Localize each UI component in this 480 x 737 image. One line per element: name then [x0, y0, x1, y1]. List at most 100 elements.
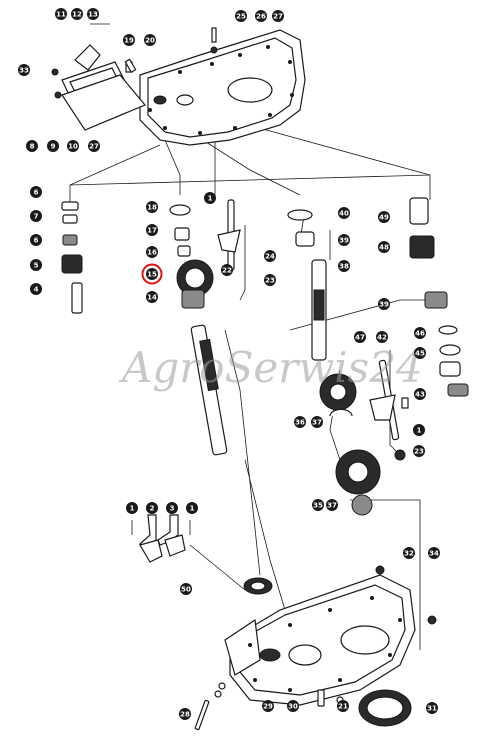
callout-23-a[interactable]: 23 — [264, 274, 276, 286]
svg-text:42: 42 — [377, 334, 387, 342]
callout-47[interactable]: 47 — [354, 331, 366, 343]
svg-text:6: 6 — [34, 189, 39, 197]
callout-34[interactable]: 34 — [428, 547, 440, 559]
svg-text:27: 27 — [273, 13, 283, 21]
callout-46[interactable]: 46 — [414, 327, 426, 339]
callout-1-b[interactable]: 1 — [413, 424, 425, 436]
svg-text:27: 27 — [89, 143, 99, 151]
shift-fork-42 — [369, 359, 409, 441]
lower-gear-housing — [224, 574, 416, 706]
callout-50[interactable]: 50 — [180, 583, 192, 595]
callout-20[interactable]: 20 — [144, 34, 156, 46]
callout-39-b[interactable]: 39 — [378, 298, 390, 310]
center-shaft-parts — [287, 209, 327, 361]
callout-28[interactable]: 28 — [179, 708, 191, 720]
callout-6-a[interactable]: 6 — [30, 186, 42, 198]
svg-text:15: 15 — [147, 271, 157, 279]
callout-6-b[interactable]: 6 — [30, 234, 42, 246]
callout-32[interactable]: 32 — [403, 547, 415, 559]
shift-fork-22 — [217, 199, 241, 271]
svg-text:50: 50 — [181, 586, 191, 594]
svg-text:33: 33 — [19, 67, 29, 75]
svg-text:37: 37 — [312, 419, 322, 427]
callout-21[interactable]: 21 — [337, 700, 349, 712]
gear-cluster-15 — [169, 204, 214, 309]
callout-10[interactable]: 10 — [67, 140, 79, 152]
callout-12[interactable]: 12 — [71, 8, 83, 20]
callout-22[interactable]: 22 — [221, 264, 233, 276]
gasket-31 — [358, 689, 412, 727]
svg-text:6: 6 — [34, 237, 39, 245]
callout-13[interactable]: 13 — [87, 8, 99, 20]
callout-18[interactable]: 18 — [146, 201, 158, 213]
callout-38[interactable]: 38 — [338, 260, 350, 272]
callout-29[interactable]: 29 — [262, 700, 274, 712]
svg-text:5: 5 — [34, 262, 39, 270]
callout-4[interactable]: 4 — [30, 283, 42, 295]
callout-37-b[interactable]: 37 — [326, 499, 338, 511]
callout-23-b[interactable]: 23 — [413, 445, 425, 457]
callout-1-a[interactable]: 1 — [204, 192, 216, 204]
callout-33[interactable]: 33 — [18, 64, 30, 76]
svg-text:29: 29 — [263, 703, 273, 711]
svg-text:12: 12 — [72, 11, 82, 19]
svg-text:43: 43 — [415, 391, 425, 399]
svg-text:16: 16 — [147, 249, 157, 257]
callout-30[interactable]: 30 — [287, 700, 299, 712]
svg-text:19: 19 — [124, 37, 134, 45]
callout-24[interactable]: 24 — [264, 250, 276, 262]
svg-text:8: 8 — [30, 143, 35, 151]
svg-text:26: 26 — [256, 13, 266, 21]
callout-3[interactable]: 3 — [166, 502, 178, 514]
callout-39-a[interactable]: 39 — [338, 234, 350, 246]
callout-8[interactable]: 8 — [26, 140, 38, 152]
svg-text:4: 4 — [34, 286, 39, 294]
svg-text:10: 10 — [68, 143, 78, 151]
callout-27-top[interactable]: 27 — [272, 10, 284, 22]
svg-text:48: 48 — [379, 244, 389, 252]
callout-15-highlighted[interactable]: 15 — [141, 263, 163, 285]
callout-2[interactable]: 2 — [146, 502, 158, 514]
callout-5[interactable]: 5 — [30, 259, 42, 271]
svg-text:14: 14 — [147, 294, 157, 302]
svg-text:20: 20 — [145, 37, 155, 45]
callout-16[interactable]: 16 — [146, 246, 158, 258]
callout-36[interactable]: 36 — [294, 416, 306, 428]
gear-cluster-36 — [319, 373, 357, 417]
callout-7[interactable]: 7 — [30, 210, 42, 222]
svg-text:23: 23 — [265, 277, 275, 285]
callout-49[interactable]: 49 — [378, 211, 390, 223]
svg-text:47: 47 — [355, 334, 365, 342]
svg-text:3: 3 — [170, 505, 175, 513]
callout-40[interactable]: 40 — [338, 207, 350, 219]
svg-text:1: 1 — [190, 505, 195, 513]
callout-27-left[interactable]: 27 — [88, 140, 100, 152]
callout-9[interactable]: 9 — [47, 140, 59, 152]
callout-14[interactable]: 14 — [146, 291, 158, 303]
callout-1-d[interactable]: 1 — [186, 502, 198, 514]
callout-45[interactable]: 45 — [414, 347, 426, 359]
callout-25[interactable]: 25 — [235, 10, 247, 22]
lower-bolts — [194, 565, 437, 731]
svg-text:25: 25 — [236, 13, 246, 21]
callout-31[interactable]: 31 — [426, 702, 438, 714]
callout-26[interactable]: 26 — [255, 10, 267, 22]
svg-text:18: 18 — [147, 204, 157, 212]
callout-17[interactable]: 17 — [146, 224, 158, 236]
callout-42[interactable]: 42 — [376, 331, 388, 343]
callout-1-c[interactable]: 1 — [126, 502, 138, 514]
callout-11[interactable]: 11 — [55, 8, 67, 20]
callout-37-a[interactable]: 37 — [311, 416, 323, 428]
svg-text:46: 46 — [415, 330, 425, 338]
svg-text:49: 49 — [379, 214, 389, 222]
callout-35[interactable]: 35 — [312, 499, 324, 511]
svg-text:7: 7 — [34, 213, 39, 221]
svg-text:30: 30 — [288, 703, 298, 711]
svg-text:45: 45 — [415, 350, 425, 358]
callout-19[interactable]: 19 — [123, 34, 135, 46]
top-gear-housing — [139, 29, 306, 146]
svg-text:35: 35 — [313, 502, 323, 510]
svg-text:24: 24 — [265, 253, 275, 261]
callout-48[interactable]: 48 — [378, 241, 390, 253]
callout-43[interactable]: 43 — [414, 388, 426, 400]
